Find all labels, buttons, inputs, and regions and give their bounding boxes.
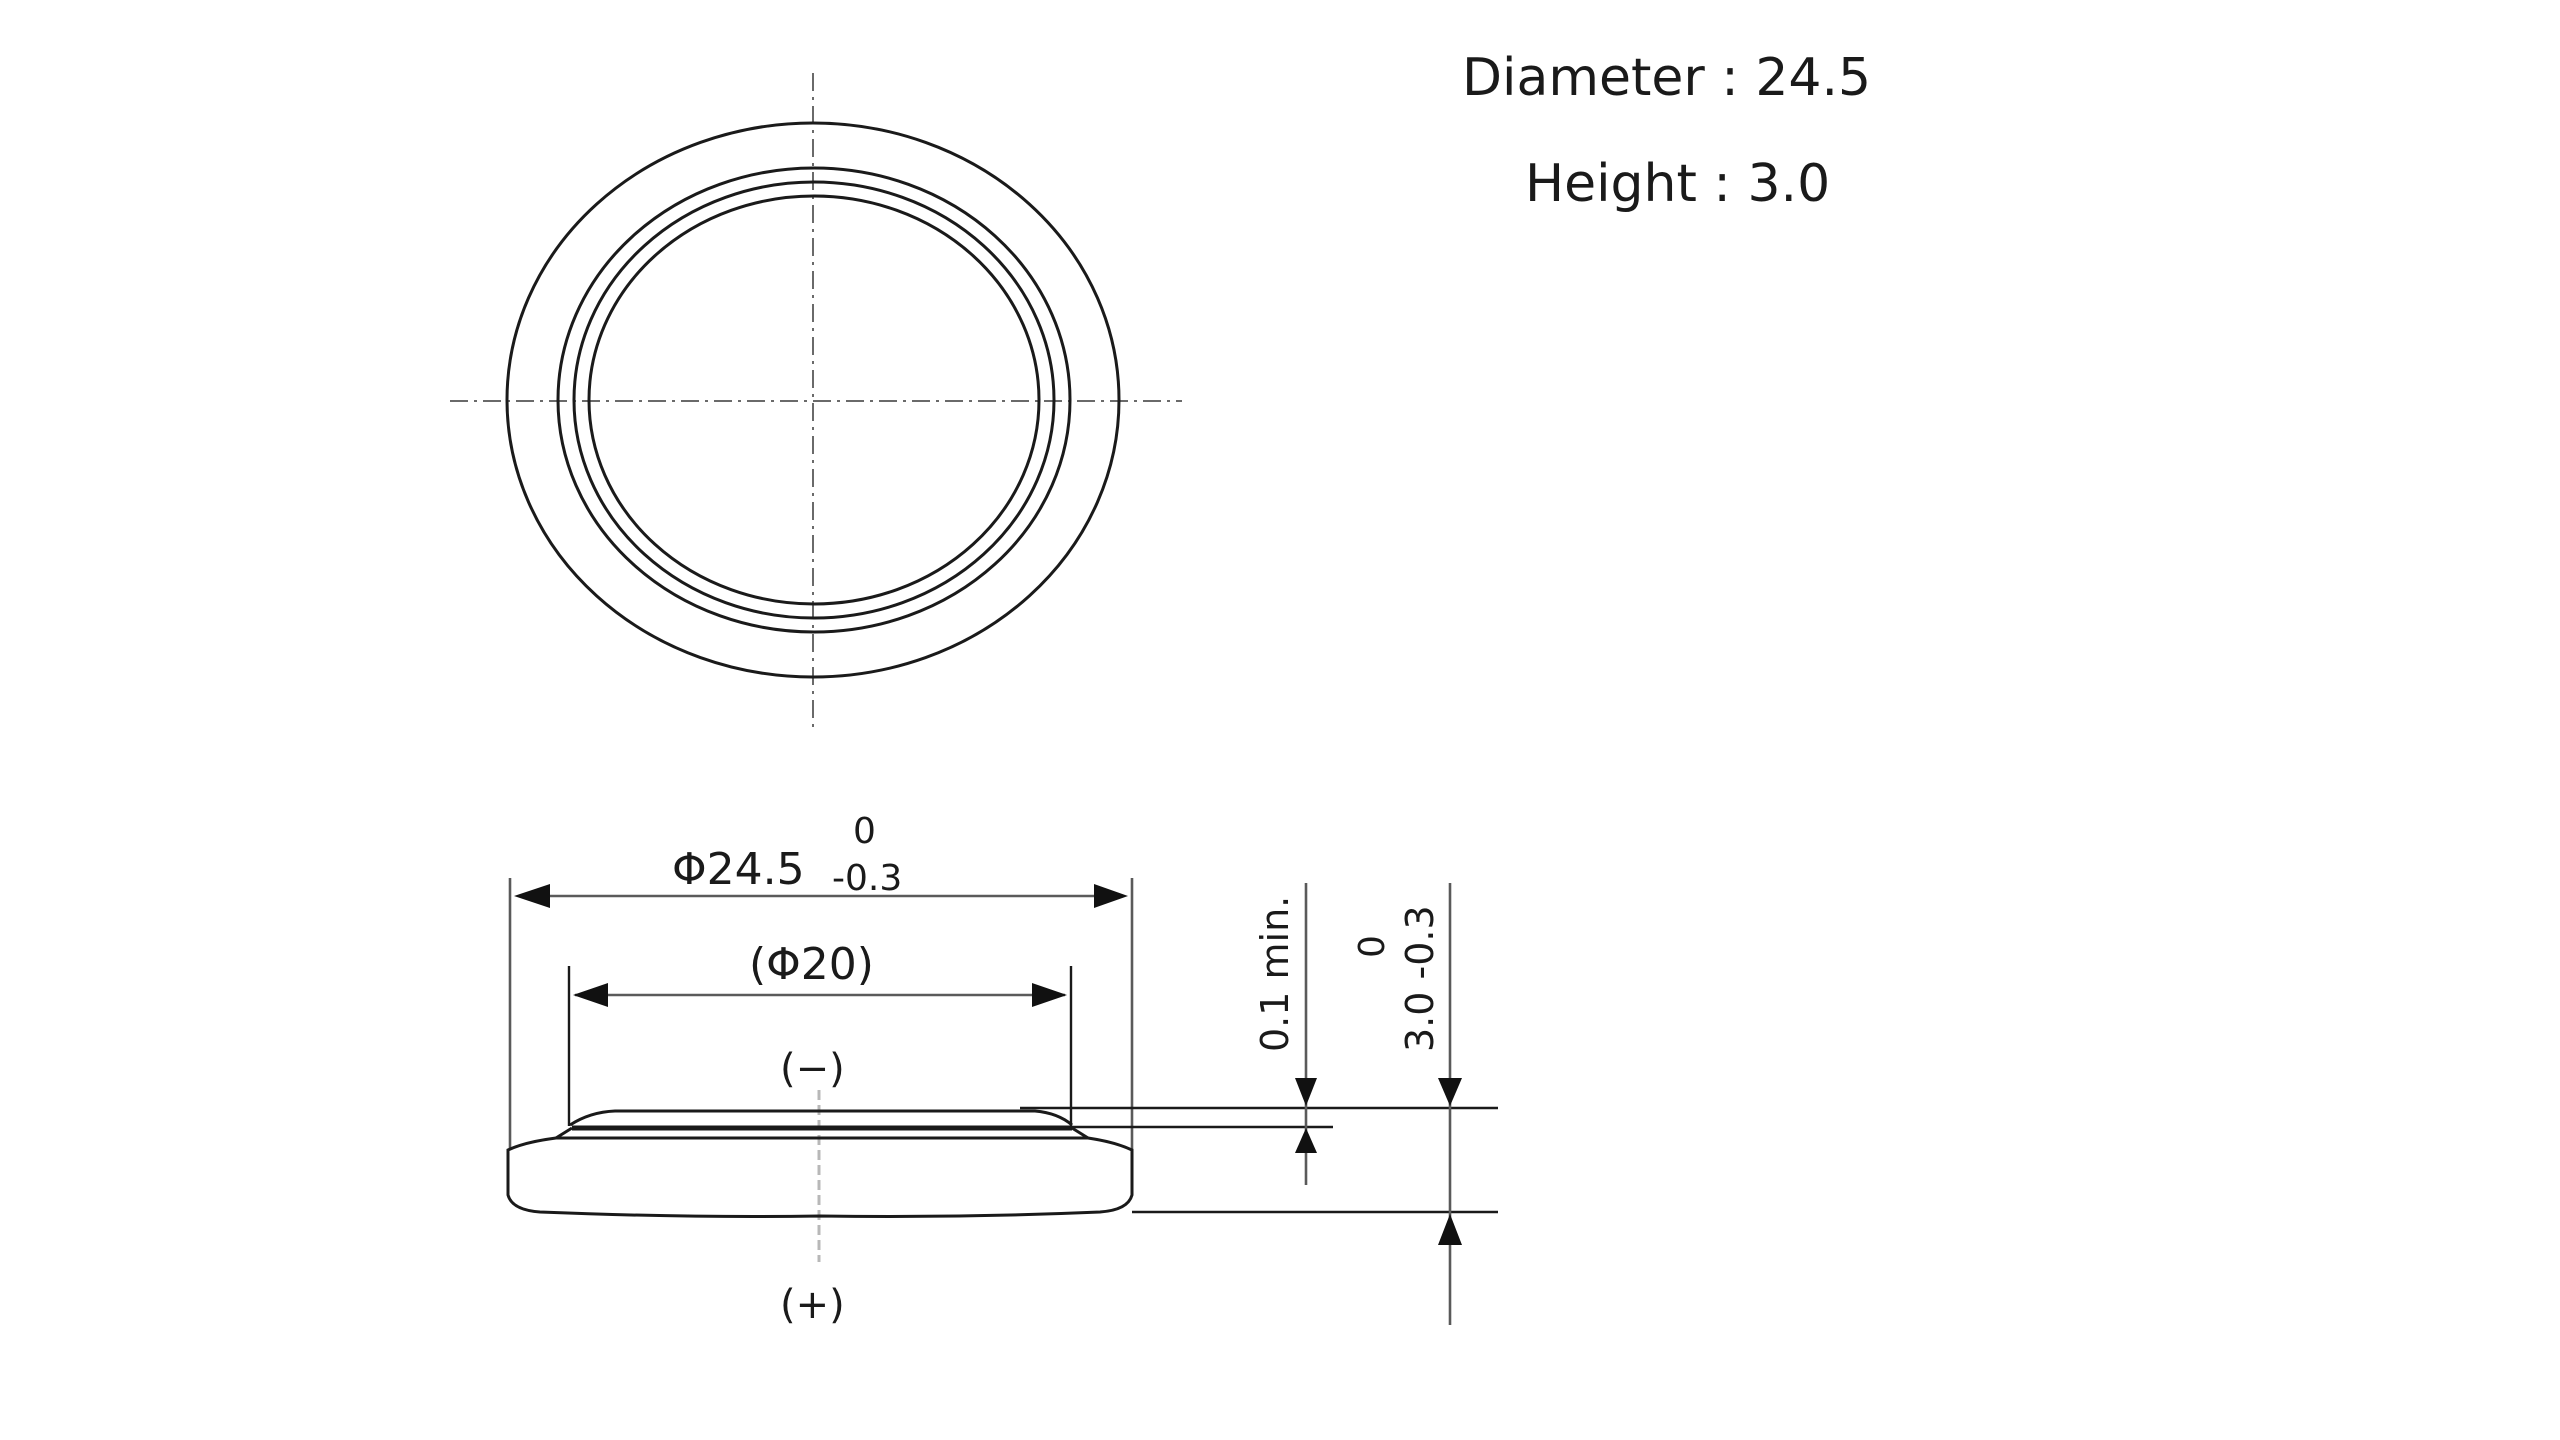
- arrow-right-icon: [1032, 983, 1067, 1007]
- cap-outer-circle: [556, 166, 1072, 634]
- height-upper-tolerance: 0: [1352, 935, 1393, 958]
- outer-diameter-upper-tolerance: 0: [853, 811, 876, 852]
- battery-side-profile: [506, 1109, 1134, 1218]
- diameter-spec: Diameter : 24.5: [1462, 48, 1872, 108]
- min-step-label: 0.1 min.: [1253, 896, 1297, 1052]
- side-view: Φ24.5 0 -0.3 (Φ20) (−) (+): [506, 811, 1498, 1328]
- arrow-up-icon: [1438, 1214, 1462, 1245]
- arrow-right-icon: [1094, 884, 1128, 908]
- cap-top-edge: [569, 1109, 1073, 1127]
- outer-rim-circle: [505, 121, 1121, 679]
- positive-terminal-label: (+): [780, 1282, 845, 1328]
- inner-diameter-label: (Φ20): [749, 939, 874, 990]
- arrow-down-icon: [1295, 1078, 1317, 1106]
- negative-terminal-label: (−): [780, 1046, 845, 1092]
- height-label: 3.0 -0.3: [1398, 905, 1442, 1052]
- cap-base-edge: [550, 1126, 1094, 1140]
- outer-diameter-lower-tolerance: -0.3: [832, 858, 902, 899]
- arrow-left-icon: [514, 884, 550, 908]
- height-spec: Height : 3.0: [1525, 154, 1831, 214]
- arrow-left-icon: [573, 983, 608, 1007]
- top-view: [450, 73, 1182, 727]
- cap-middle-circle: [572, 180, 1056, 620]
- arrow-down-icon: [1438, 1078, 1462, 1106]
- can-body-outline: [506, 1136, 1134, 1218]
- outer-diameter-label: Φ24.5: [672, 844, 805, 895]
- arrow-up-icon: [1295, 1128, 1317, 1153]
- cap-inner-circle: [587, 194, 1041, 606]
